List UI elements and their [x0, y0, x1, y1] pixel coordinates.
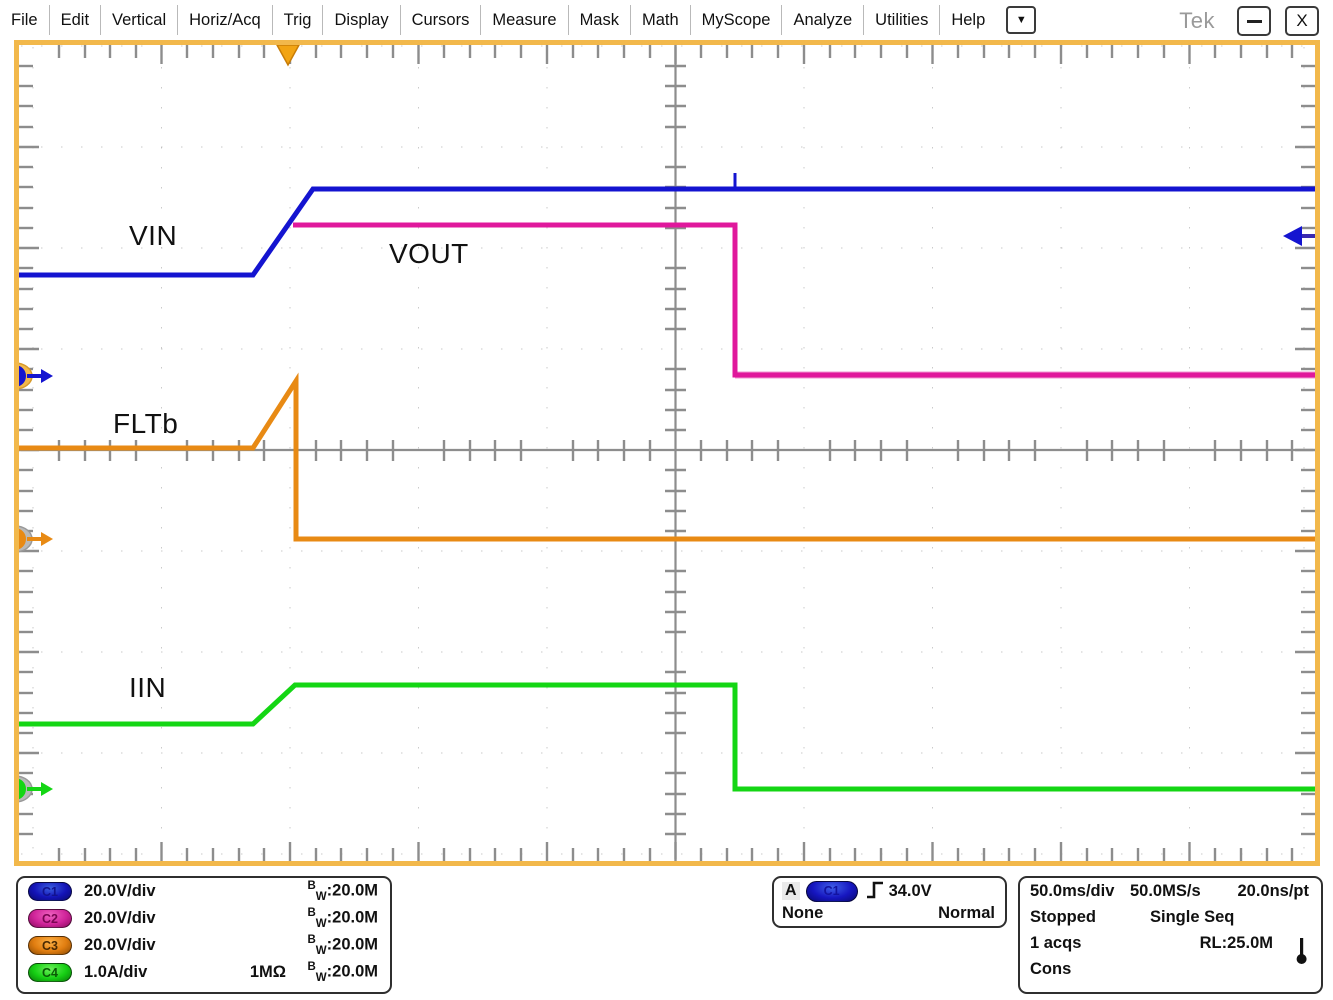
menu-item-vertical[interactable]: Vertical [112, 11, 167, 29]
record-length: RL:25.0M [1199, 934, 1273, 952]
trigger-line-secondary: None Normal [774, 904, 1005, 928]
channel-scale-c2: 20.0V/div [84, 909, 156, 927]
channel-impedance-c4: 1MΩ [249, 963, 286, 981]
scope-display-frame: 1 3 4 [14, 40, 1320, 866]
trace-vin [19, 173, 1315, 278]
menu-item-horiz-acq[interactable]: Horiz/Acq [189, 11, 261, 29]
channel-scale-c3: 20.0V/div [84, 936, 156, 954]
channel-bandwidth-value-c3: 20.0M [332, 935, 378, 954]
resolution-value: 20.0ns/pt [1237, 882, 1309, 900]
channel-marker-c1: 1 [19, 362, 53, 390]
menu-item-help[interactable]: Help [951, 11, 986, 29]
menu-divider [567, 5, 569, 35]
minimize-button[interactable] [1237, 6, 1271, 36]
menu-item-measure[interactable]: Measure [492, 11, 557, 29]
menu-divider [629, 5, 631, 35]
channel-badge-c2[interactable]: C2 [28, 909, 72, 928]
menu-bar: File Edit Vertical Horiz/Acq Trig Displa… [0, 0, 1333, 40]
trigger-mode: Normal [938, 904, 995, 922]
trigger-source-badge[interactable]: C1 [805, 880, 858, 902]
waveform-label-iin: IIN [129, 672, 167, 703]
menu-divider [689, 5, 691, 35]
channel-badge-c3[interactable]: C3 [28, 936, 72, 955]
trigger-level-marker [1283, 226, 1315, 246]
channel-scale-c1: 20.0V/div [84, 882, 156, 900]
menu-item-mask[interactable]: Mask [579, 11, 619, 29]
acq-row-state: Stopped Single Seq [1020, 906, 1321, 964]
channel-bandwidth-c1: BW:20.0M [307, 880, 378, 903]
channel-bandwidth-c2: BW:20.0M [307, 907, 378, 930]
trigger-line-primary: A C1 34.0V [774, 878, 1005, 904]
menu-item-trig[interactable]: Trig [283, 11, 312, 29]
waveform-label-fltb: FLTb [113, 408, 179, 439]
channel-badge-c1[interactable]: C1 [28, 882, 72, 901]
menu-divider [863, 5, 865, 35]
menu-divider [48, 5, 50, 35]
menu-divider [781, 5, 783, 35]
channel-badge-c4[interactable]: C4 [28, 963, 72, 982]
menu-divider [480, 5, 482, 35]
waveform-label-vin: VIN [129, 220, 178, 251]
menu-divider [271, 5, 273, 35]
channel-bandwidth-c4: BW:20.0M [307, 961, 378, 984]
acq-row-timebase: 50.0ms/div 50.0MS/s 20.0ns/pt [1020, 878, 1321, 906]
acq-count: 1 acqs [1030, 934, 1082, 952]
channel-bandwidth-value-c1: 20.0M [332, 881, 378, 900]
run-state: Stopped [1030, 908, 1096, 926]
chevron-down-icon[interactable]: ▼ [1006, 6, 1037, 34]
trigger-type: A [782, 882, 800, 900]
channel-row-c4[interactable]: C4 1.0A/div 1MΩ BW:20.0M [18, 959, 390, 986]
channel-marker-c3: 3 [19, 525, 53, 553]
menu-item-display[interactable]: Display [334, 11, 389, 29]
acquisition-readout-panel: 50.0ms/div 50.0MS/s 20.0ns/pt Stopped Si… [1018, 876, 1323, 994]
trigger-position-marker [276, 45, 300, 67]
minimize-icon [1246, 19, 1262, 23]
menu-item-edit[interactable]: Edit [60, 11, 90, 29]
menu-divider [100, 5, 102, 35]
trigger-thermometer-icon [1296, 938, 1307, 964]
acq-row-extra: Cons [1020, 960, 1321, 990]
trigger-coupling: None [782, 904, 824, 922]
menu-item-myscope[interactable]: MyScope [701, 11, 771, 29]
trigger-slope-icon [865, 880, 885, 903]
trigger-level-value: 34.0V [888, 881, 932, 900]
menu-item-cursors[interactable]: Cursors [411, 11, 470, 29]
menu-item-file[interactable]: File [11, 11, 38, 29]
menu-item-math[interactable]: Math [641, 11, 679, 29]
acq-row-count: 1 acqs RL:25.0M [1020, 934, 1321, 962]
channel-marker-c4: 4 [19, 775, 53, 803]
acq-extra: Cons [1030, 960, 1072, 978]
channel-row-c2[interactable]: C2 20.0V/div BW:20.0M [18, 905, 390, 932]
acq-mode: Single Seq [1150, 908, 1235, 926]
channel-readout-panel: C1 20.0V/div BW:20.0M C2 20.0V/div BW:20… [16, 876, 392, 994]
trigger-readout-panel[interactable]: A C1 34.0V None Normal [772, 876, 1007, 928]
channel-scale-c4: 1.0A/div [84, 963, 148, 981]
close-button[interactable]: X [1285, 6, 1319, 36]
tek-logo: Tek [1179, 8, 1215, 33]
trace-fltb [19, 372, 1315, 542]
menu-divider [939, 5, 941, 35]
channel-bandwidth-c3: BW:20.0M [307, 934, 378, 957]
sample-rate-value: 50.0MS/s [1130, 882, 1201, 900]
channel-row-c1[interactable]: C1 20.0V/div BW:20.0M [18, 878, 390, 905]
menu-divider [322, 5, 324, 35]
menu-item-analyze[interactable]: Analyze [793, 11, 853, 29]
menu-divider [177, 5, 179, 35]
timebase-value: 50.0ms/div [1030, 882, 1115, 900]
menu-item-utilities[interactable]: Utilities [875, 11, 929, 29]
waveform-plot-area[interactable]: 1 3 4 [19, 45, 1315, 861]
trace-iin [19, 682, 1315, 792]
waveform-label-vout: VOUT [389, 238, 469, 269]
channel-row-c3[interactable]: C3 20.0V/div BW:20.0M [18, 932, 390, 959]
channel-bandwidth-value-c2: 20.0M [332, 908, 378, 927]
menu-divider [399, 5, 401, 35]
channel-bandwidth-value-c4: 20.0M [332, 962, 378, 981]
trace-vout [293, 222, 1315, 378]
